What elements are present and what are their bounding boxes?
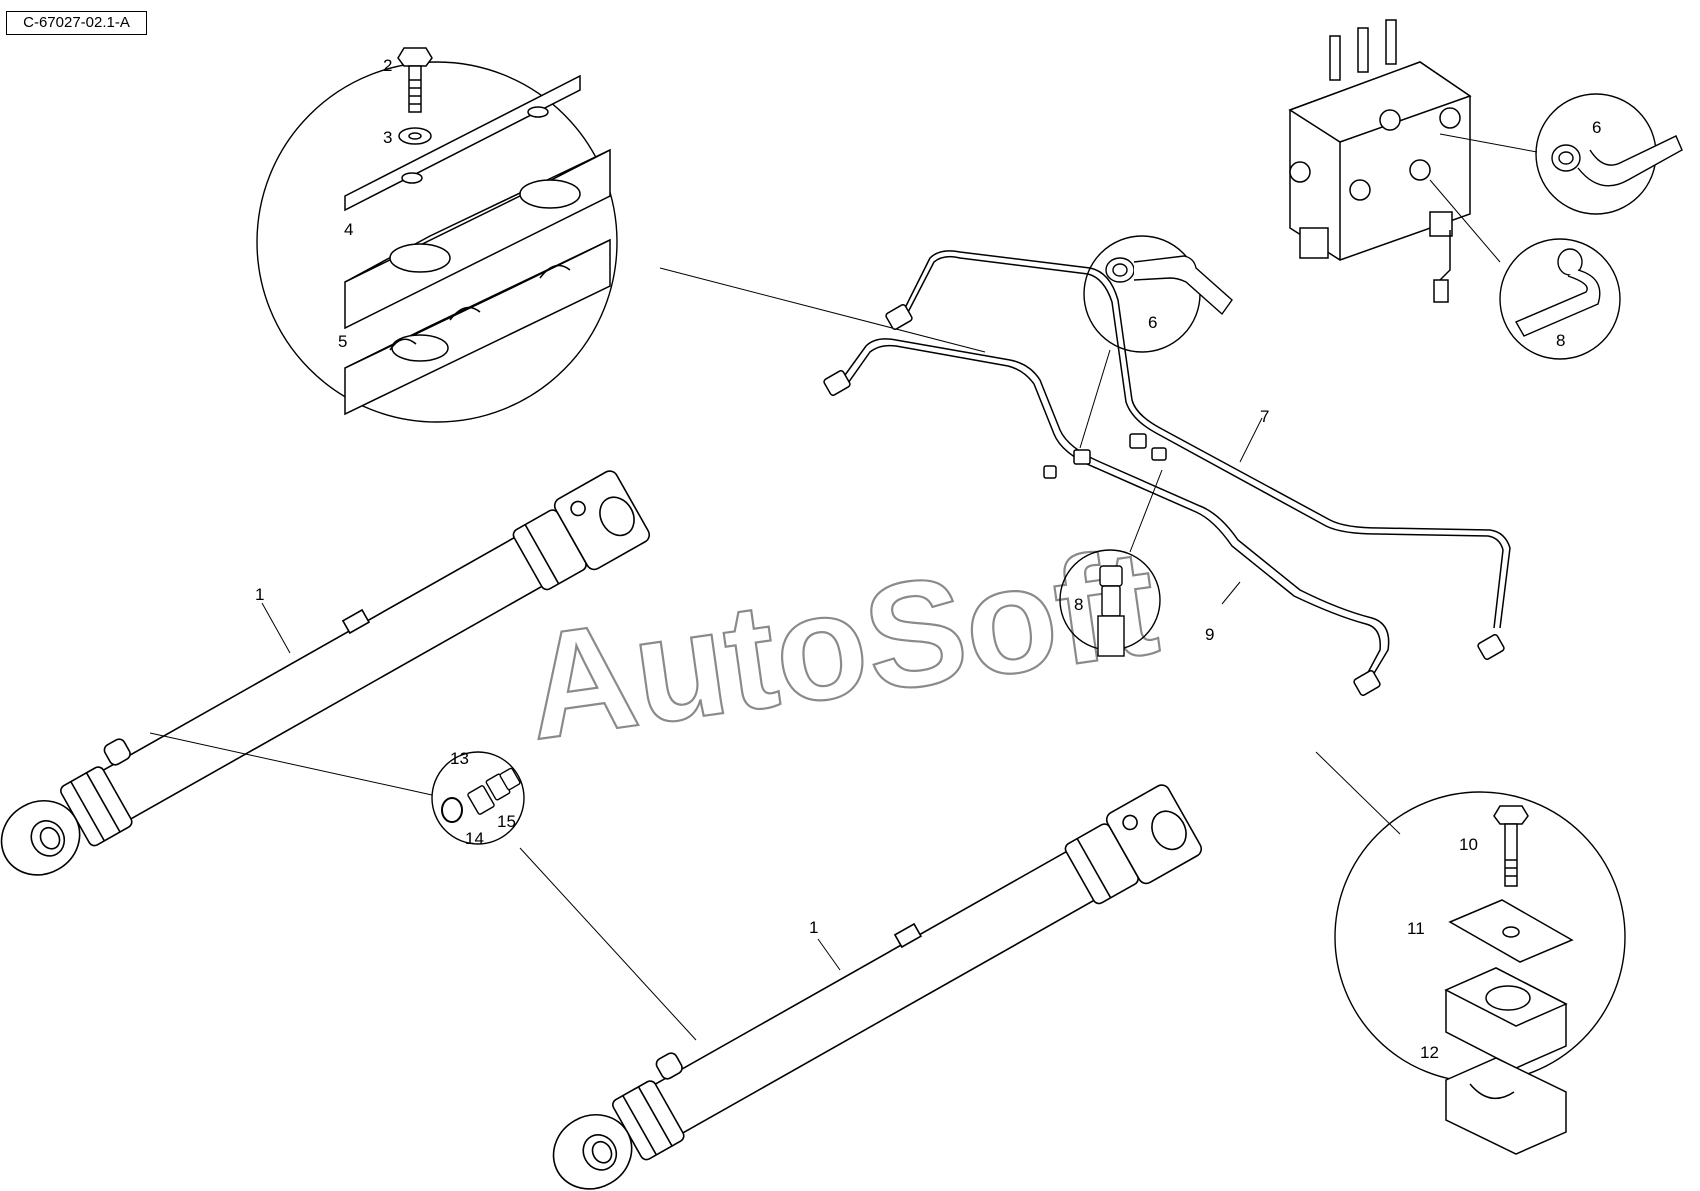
elbow-fitting-part	[1105, 255, 1233, 316]
detail-circle-elbow-middle: 6	[1079, 235, 1233, 449]
callout-9: 9	[1205, 625, 1214, 644]
detail-circle-clamp-upper: 2 3 4 5	[256, 47, 986, 423]
callout-8-middle: 8	[1074, 595, 1083, 614]
callout-3: 3	[383, 128, 392, 147]
hydraulic-pipes	[823, 250, 1511, 696]
figure-id-label: C-67027-02.1-A	[6, 11, 147, 35]
callout-11: 11	[1407, 919, 1425, 938]
callout-12: 12	[1420, 1043, 1439, 1062]
clamp-half-upper-part	[344, 148, 611, 330]
union-fitting-part	[467, 767, 521, 815]
leader-1-upper	[261, 602, 291, 654]
washer-part	[398, 127, 432, 145]
control-valve	[1288, 19, 1472, 303]
pipe-9	[839, 338, 1390, 681]
clamp-half-lower-part	[344, 238, 611, 416]
callout-7: 7	[1260, 407, 1269, 426]
leader-8-valve	[1429, 179, 1501, 263]
bolt-part	[397, 47, 433, 113]
clamp-half-lower-part	[1445, 1057, 1567, 1155]
leader-9	[1221, 581, 1241, 605]
detail-circle-fitting: 13 14 15	[431, 749, 525, 848]
callout-8-right: 8	[1556, 331, 1565, 350]
hydraulic-cylinder-lower	[533, 774, 1205, 1191]
o-ring-part	[441, 797, 463, 823]
callout-1-upper: 1	[255, 585, 264, 604]
callout-13: 13	[450, 749, 469, 768]
detail-circle-straight-middle: 8	[1059, 469, 1163, 657]
leader-fitting-upper	[149, 732, 433, 796]
clamp-half-upper-part	[1444, 967, 1568, 1069]
cover-plate-part	[344, 74, 581, 212]
elbow-fitting-part	[1515, 248, 1601, 337]
callout-2: 2	[383, 56, 392, 75]
callout-6-top: 6	[1592, 118, 1601, 137]
bolt-part	[1493, 805, 1529, 887]
elbow-fitting-part	[1551, 135, 1683, 187]
leader-7	[1239, 417, 1263, 463]
leader-6-valve	[1439, 133, 1538, 153]
detail-circle-clamp-lower: 10 11 12	[1315, 751, 1626, 1155]
callout-6-middle: 6	[1148, 313, 1157, 332]
detail-circle-elbow-right: 8	[1499, 238, 1621, 360]
leader-1-lower	[817, 938, 841, 971]
cover-plate-part	[1448, 899, 1574, 963]
callout-10: 10	[1459, 835, 1478, 854]
straight-fitting-part	[1097, 565, 1125, 657]
callout-4: 4	[344, 220, 353, 239]
detail-circle-elbow-top: 6	[1535, 93, 1683, 215]
callout-14: 14	[465, 829, 484, 848]
callout-5: 5	[338, 332, 347, 351]
leader-fitting-lower	[519, 847, 697, 1041]
callout-1-lower: 1	[809, 918, 818, 937]
pipe-7	[899, 250, 1511, 629]
callout-15: 15	[497, 812, 516, 831]
